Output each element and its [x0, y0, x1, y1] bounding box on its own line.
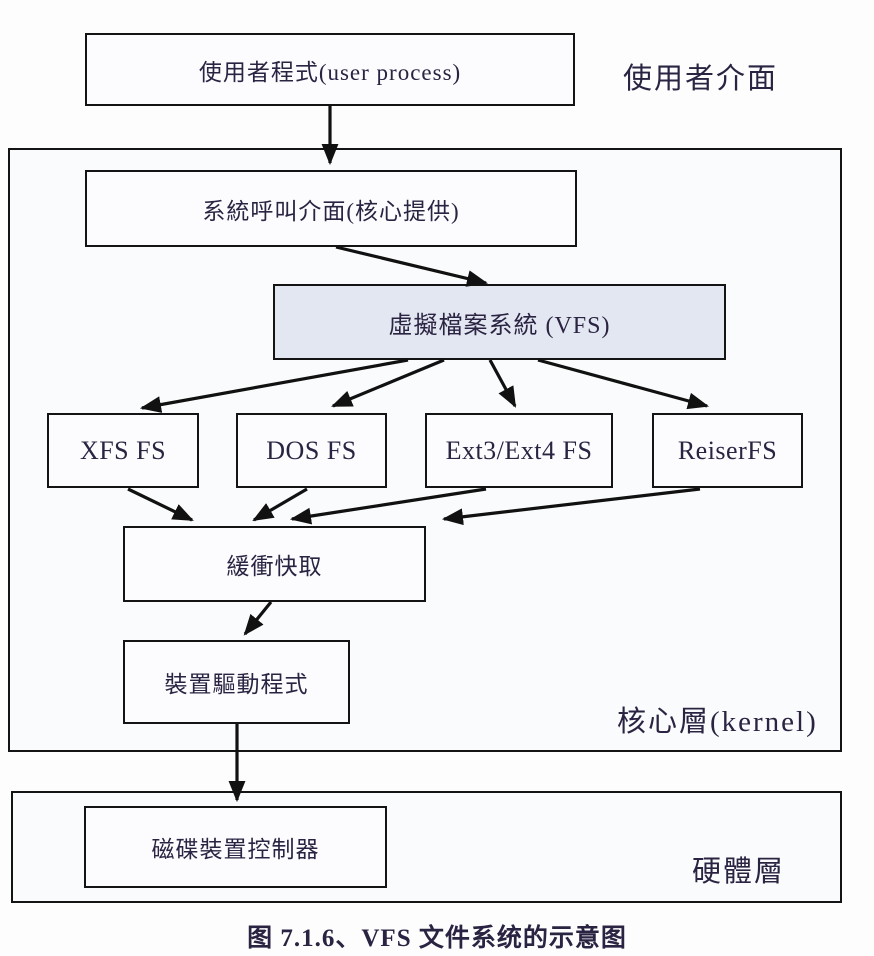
hardware-layer-label: 硬體層: [692, 856, 786, 888]
node-buffer-cache-label: 緩衝快取: [226, 554, 323, 579]
node-syscall-interface: 系統呼叫介面(核心提供): [85, 170, 577, 247]
node-device-driver: 裝置驅動程式: [123, 640, 350, 724]
node-user-process-label: 使用者程式(user process): [198, 59, 462, 85]
node-disk-controller-label: 磁碟裝置控制器: [151, 837, 320, 862]
node-reiserfs: ReiserFS: [652, 413, 803, 488]
node-xfs-fs-label: XFS FS: [79, 435, 167, 465]
node-user-process: 使用者程式(user process): [85, 33, 575, 106]
figure-caption: 图 7.1.6、VFS 文件系统的示意图: [247, 925, 627, 952]
node-dos-fs: DOS FS: [236, 413, 387, 488]
node-dos-fs-label: DOS FS: [266, 435, 357, 465]
node-device-driver-label: 裝置驅動程式: [164, 672, 309, 697]
node-buffer-cache: 緩衝快取: [123, 526, 426, 602]
node-ext3-ext4-fs: Ext3/Ext4 FS: [425, 413, 613, 488]
node-disk-controller: 磁碟裝置控制器: [84, 806, 387, 888]
kernel-layer-label: 核心層(kernel): [617, 706, 818, 738]
user-interface-layer-label: 使用者介面: [623, 63, 779, 95]
node-reiserfs-label: ReiserFS: [677, 435, 778, 465]
node-xfs-fs: XFS FS: [47, 413, 199, 488]
node-ext3-ext4-fs-label: Ext3/Ext4 FS: [445, 435, 593, 465]
node-vfs: 虛擬檔案系統 (VFS): [273, 284, 726, 360]
node-syscall-interface-label: 系統呼叫介面(核心提供): [202, 198, 460, 224]
node-vfs-label: 虛擬檔案系統 (VFS): [388, 312, 611, 339]
